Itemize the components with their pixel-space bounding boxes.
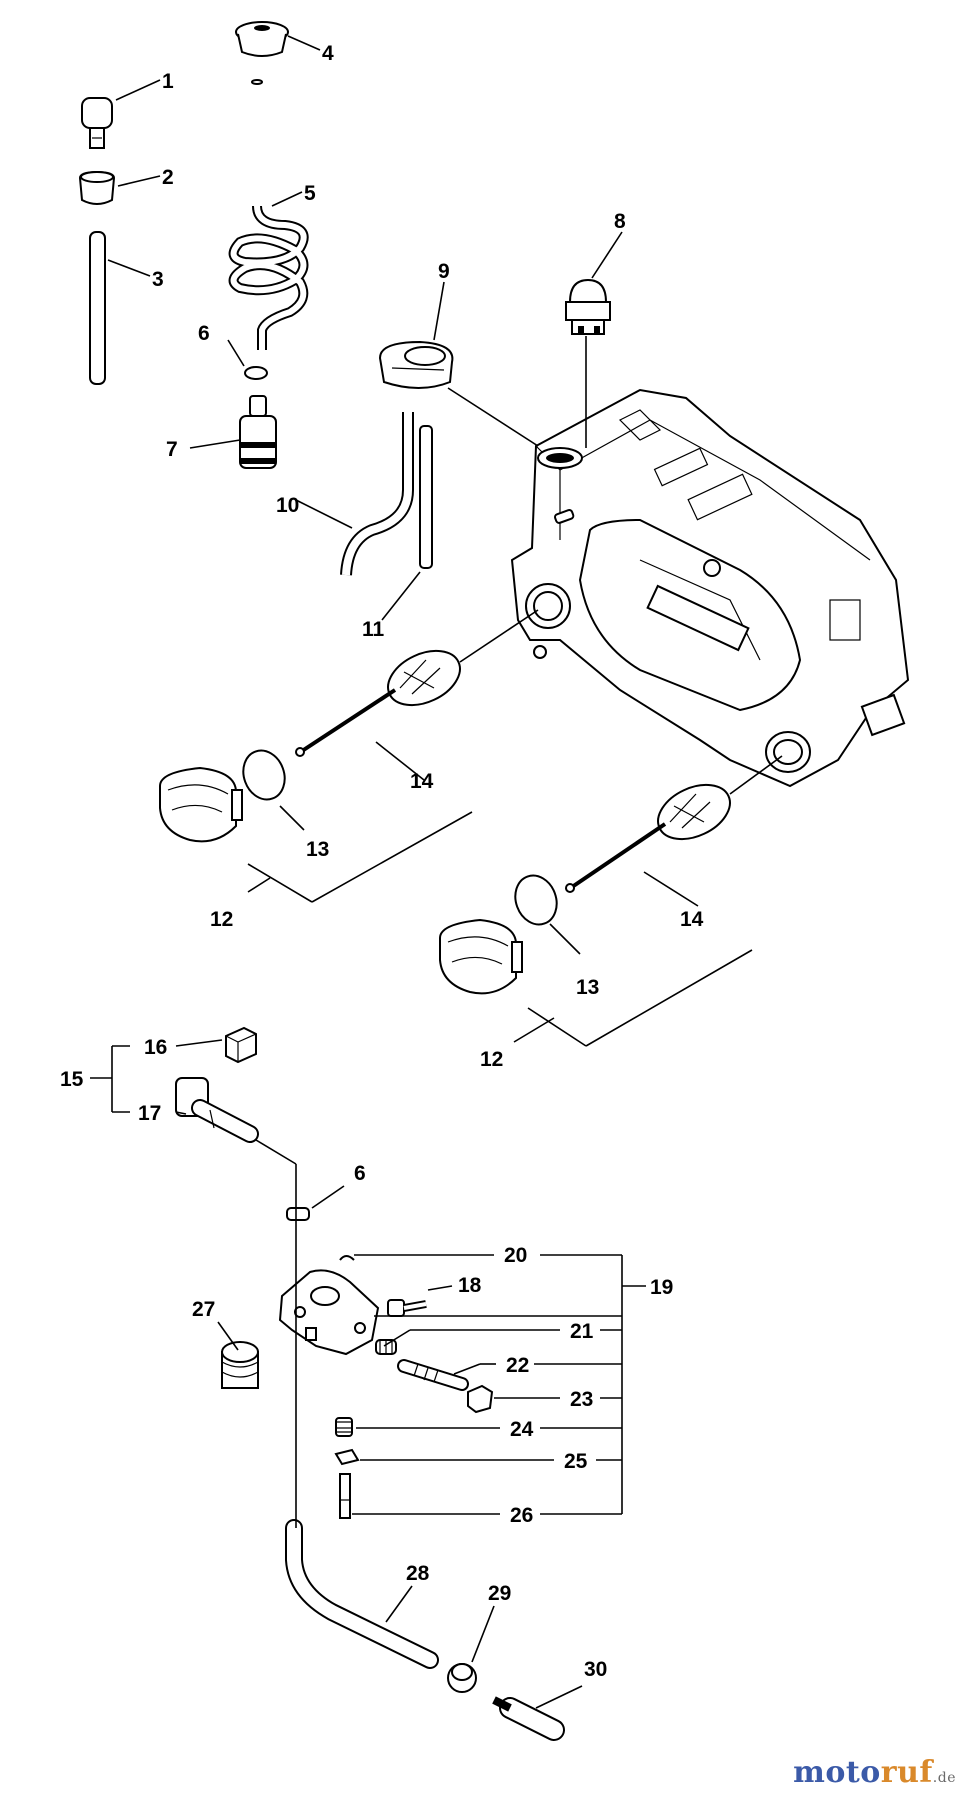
callout-15: 15 [60, 1068, 84, 1091]
callout-13-lower: 13 [576, 976, 599, 999]
callout-4: 4 [322, 42, 334, 65]
callout-9: 9 [438, 260, 450, 283]
callout-6-upper: 6 [198, 322, 210, 345]
part-12-cap-b [439, 918, 523, 995]
callout-labels: 1 2 3 4 5 6 7 8 9 10 11 12 13 14 12 13 1… [60, 42, 704, 1681]
part-14-strainer-a [295, 649, 461, 757]
watermark-logo: motoruf.de [793, 1755, 956, 1790]
part-27-worm-gear [221, 1341, 259, 1389]
part-9-pickup [378, 340, 454, 389]
callout-24: 24 [510, 1418, 534, 1441]
part-30-filter [492, 1696, 565, 1741]
callout-2: 2 [162, 166, 174, 189]
callout-3: 3 [152, 268, 164, 291]
part-29-grommet [447, 1663, 477, 1693]
callout-8: 8 [614, 210, 626, 233]
callout-26: 26 [510, 1504, 533, 1527]
part-10-bent-hose [340, 412, 414, 576]
watermark-part-1: moto [793, 1755, 881, 1790]
part-18-screw [387, 1299, 427, 1317]
part-17-pickup-valve [175, 1077, 259, 1143]
callout-25: 25 [564, 1450, 588, 1473]
part-22-worm-shaft [397, 1359, 469, 1391]
callout-5: 5 [304, 182, 316, 205]
watermark-part-2: ruf [880, 1755, 933, 1790]
callout-20: 20 [504, 1244, 527, 1267]
part-14-strainer-b [565, 783, 731, 893]
callout-27: 27 [192, 1298, 215, 1321]
callout-12-upper: 12 [210, 908, 233, 931]
callout-14-lower: 14 [680, 908, 704, 931]
part-7-filter [239, 395, 277, 469]
callout-30: 30 [584, 1658, 607, 1681]
part-21-spring [375, 1339, 397, 1355]
part-8-primer-bulb [565, 278, 611, 335]
part-24-spring [335, 1417, 353, 1437]
callout-7: 7 [166, 438, 178, 461]
part-25-washer [334, 1448, 360, 1466]
part-4-grommet [235, 21, 289, 57]
callout-23: 23 [570, 1388, 593, 1411]
callout-17: 17 [138, 1102, 161, 1125]
callout-28: 28 [406, 1562, 430, 1585]
part-28-oil-hose [285, 1519, 439, 1669]
callout-12-lower: 12 [480, 1048, 503, 1071]
callout-29: 29 [488, 1582, 511, 1605]
callout-14-upper: 14 [410, 770, 434, 793]
watermark-part-3: .de [932, 1770, 956, 1786]
part-2-bushing [78, 170, 116, 205]
callout-10: 10 [276, 494, 299, 517]
part-12-cap-a [159, 766, 243, 843]
callout-1: 1 [162, 70, 174, 93]
part-20-circlip [339, 1255, 355, 1261]
callout-22: 22 [506, 1354, 529, 1377]
part-13-oring-a [242, 749, 286, 801]
callout-6-lower: 6 [354, 1162, 366, 1185]
callout-19: 19 [650, 1276, 673, 1299]
part-6-clip [244, 366, 268, 380]
part-11-straight-hose [419, 425, 433, 569]
part-1-cap [81, 97, 113, 149]
leader-lines [90, 35, 783, 1709]
tank-housing [510, 388, 910, 788]
callout-11: 11 [362, 618, 385, 641]
part-6-clip-lower [286, 1207, 310, 1221]
part-5-coiled-hose [228, 79, 309, 350]
part-3-tube [89, 231, 106, 385]
part-19-oil-pump [278, 1269, 380, 1356]
callout-13-upper: 13 [306, 838, 329, 861]
callout-18: 18 [458, 1274, 482, 1297]
part-23-block [467, 1384, 494, 1414]
part-16-block [225, 1026, 257, 1064]
part-26-pin [339, 1473, 351, 1519]
callout-21: 21 [570, 1320, 594, 1343]
part-13-oring-b [514, 874, 558, 926]
callout-16: 16 [144, 1036, 167, 1059]
